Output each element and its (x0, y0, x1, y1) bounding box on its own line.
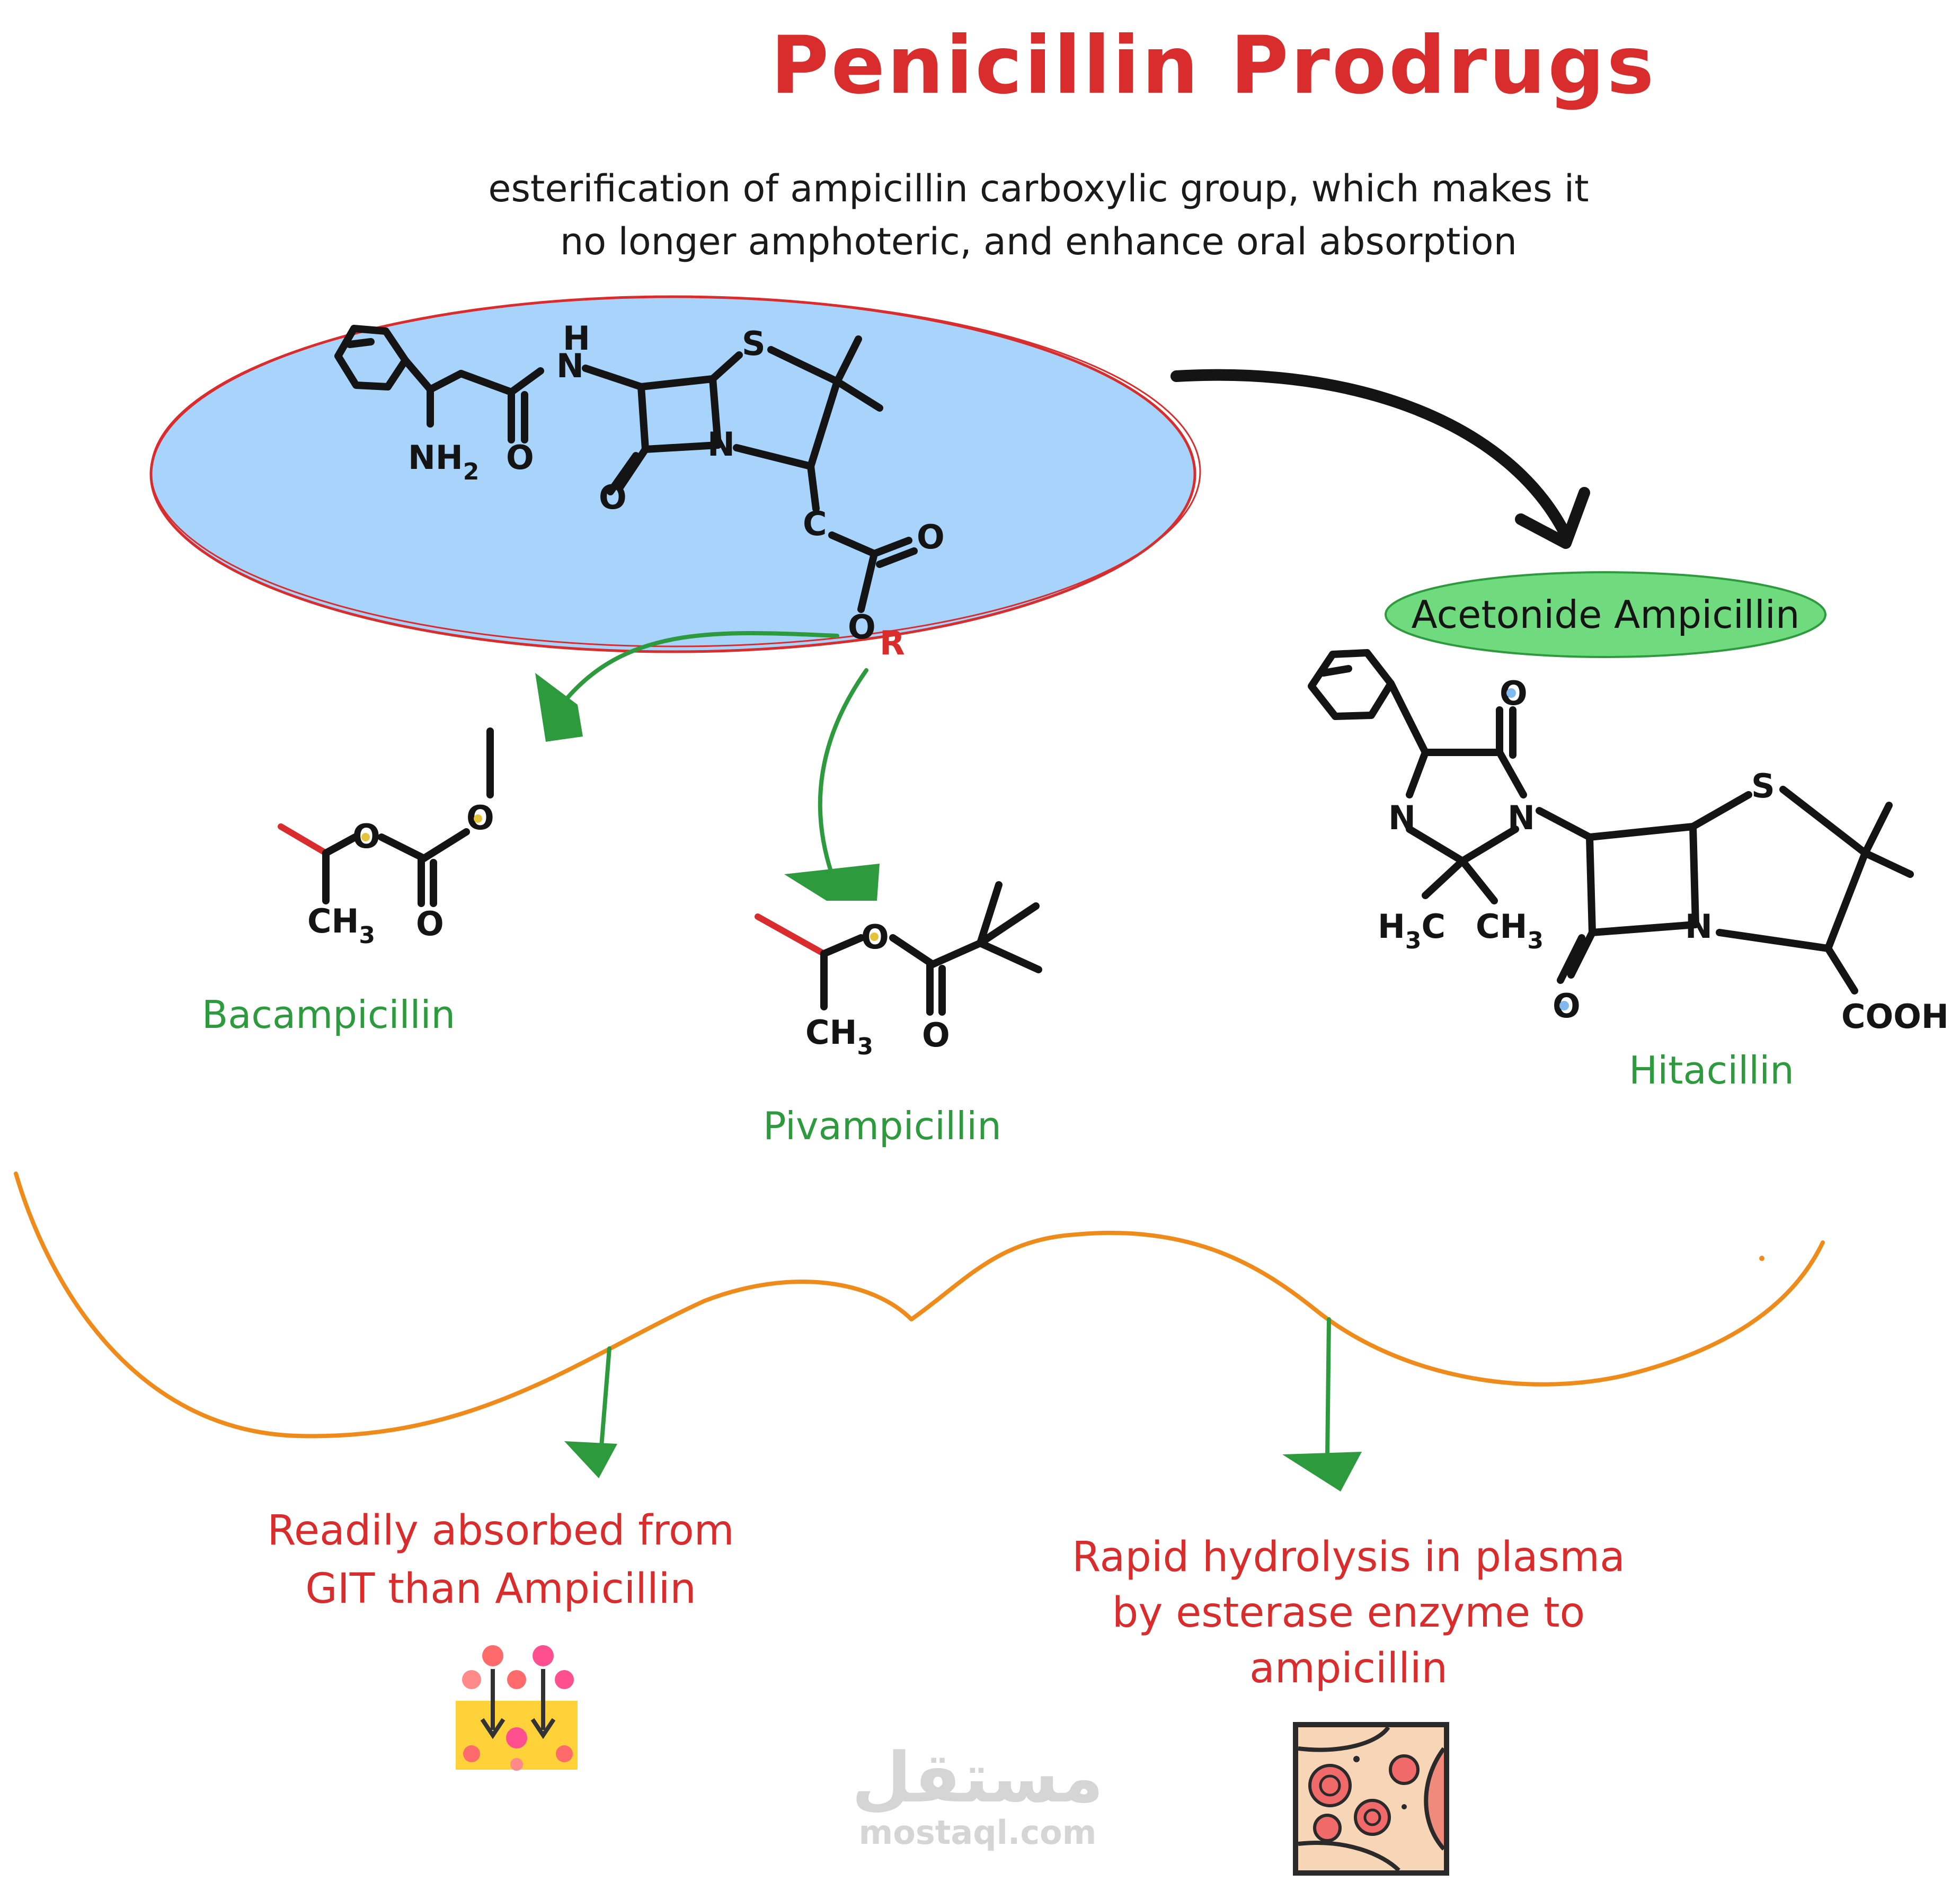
hit-atom-h3c: H3C (1378, 907, 1445, 954)
page-title: Penicillin Prodrugs (770, 20, 1656, 112)
note-right-line-3: ampicillin (1249, 1645, 1448, 1692)
arrow-head-pivampicillin (784, 864, 880, 901)
hit-atom-n-ring: N (1685, 907, 1713, 946)
hitacillin-label: Hitacillin (1629, 1048, 1794, 1093)
blood-cells-icon (1293, 1722, 1449, 1876)
absorption-icon (456, 1645, 578, 1771)
hitacillin-structure: O N N H3C CH3 O N S COOH (1308, 649, 1949, 1036)
arrow-to-bacampicillin (560, 631, 839, 707)
pivampicillin-label: Pivampicillin (763, 1104, 1001, 1148)
watermark-arabic: مستقل (852, 1737, 1103, 1818)
note-right-line-2: by esterase enzyme to (1112, 1589, 1585, 1637)
arrow-left-note (599, 1346, 611, 1449)
ampicillin-ester-structure: NH2 O N H O N S C O O R (149, 295, 1201, 662)
atom-o-amide: O (506, 438, 534, 477)
atom-s: S (742, 324, 766, 363)
description-line-2: no longer amphoteric, and enhance oral a… (560, 220, 1517, 263)
hit-atom-cooh: COOH (1841, 997, 1949, 1036)
piv-atom-o-carbonyl: O (922, 1016, 950, 1054)
beta-lactam-ring (637, 375, 722, 453)
atom-n-ring: N (707, 425, 735, 464)
note-left-line-2: GIT than Ampicillin (305, 1565, 696, 1613)
description-line-1: esterification of ampicillin carboxylic … (488, 167, 1589, 210)
highlight-ellipse-outline (150, 296, 1201, 647)
atom-o-carbonyl: O (917, 518, 945, 556)
hit-benzene-ring (1308, 649, 1395, 720)
arrow-head-left-note (564, 1441, 617, 1478)
acetonide-badge-label: Acetonide Ampicillin (1411, 592, 1799, 637)
hit-atom-ch3: CH3 (1476, 907, 1544, 954)
pivampicillin-structure: CH3 O O (755, 881, 1042, 1060)
atom-o-lactam: O (599, 478, 627, 517)
black-arrow-head (1515, 487, 1590, 549)
note-right-line-1: Rapid hydrolysis in plasma (1072, 1533, 1625, 1581)
hit-beta-lactam-ring (1586, 823, 1699, 936)
arrow-right-note (1325, 1317, 1331, 1459)
benzene-ring (334, 325, 409, 390)
watermark-domain: mostaql.com (859, 1813, 1097, 1852)
note-left-line-1: Readily absorbed from (267, 1507, 734, 1555)
atom-h-amide: H (563, 319, 590, 358)
arrow-to-pivampicillin (818, 668, 868, 876)
atom-o-ester: O (848, 608, 876, 646)
bac-atom-o-carbonyl: O (416, 904, 444, 943)
arrow-head-bacampicillin (535, 673, 583, 742)
acetonide-badge: Acetonide Ampicillin (1385, 571, 1826, 658)
piv-atom-ch3: CH3 (805, 1013, 873, 1060)
orange-divider (14, 1171, 1825, 1439)
bacampicillin-label: Bacampicillin (202, 992, 455, 1037)
black-arrow (1170, 369, 1572, 541)
atom-c: C (803, 504, 827, 543)
atom-r-group: R (880, 624, 905, 662)
arrow-head-right-note (1282, 1452, 1362, 1492)
hit-atom-s: S (1751, 767, 1775, 805)
bacampicillin-structure: CH3 O O O (278, 727, 494, 949)
bac-atom-ch3: CH3 (307, 902, 375, 949)
atom-nh2: NH2 (408, 438, 479, 485)
atom-n-amide: N (556, 347, 584, 385)
